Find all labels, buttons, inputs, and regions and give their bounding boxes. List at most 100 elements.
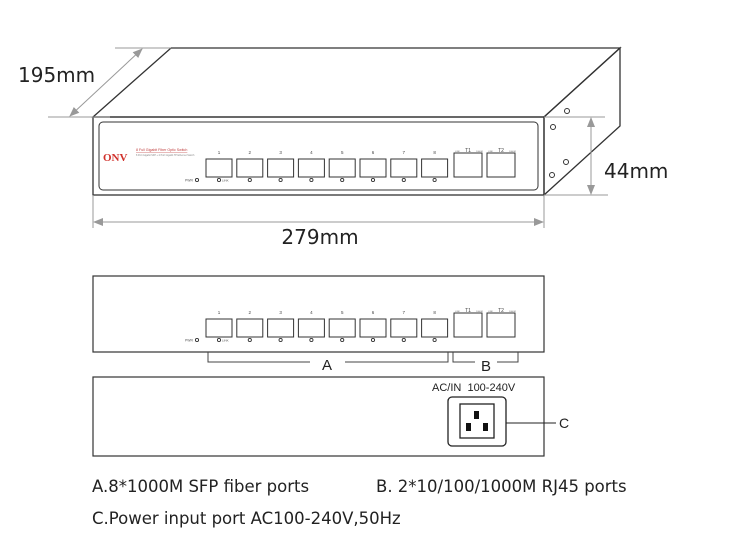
sfp-port — [267, 318, 295, 338]
sfp-port — [297, 318, 325, 338]
led-icon — [401, 177, 406, 183]
port-number: 4 — [310, 310, 313, 315]
sfp-port — [421, 318, 449, 338]
callout-a: A — [322, 357, 332, 374]
port-number: 2 — [249, 310, 252, 315]
model-subtitle: 8 Port Gigabit SFP + 2 Port Gigabit TP E… — [136, 154, 195, 157]
rj45-port — [453, 312, 483, 338]
power-socket — [447, 396, 507, 447]
led-icon — [309, 177, 314, 183]
port-number: 7 — [403, 150, 406, 155]
rj45-led-label: 1000M — [476, 151, 483, 153]
rj45-port-label: T2 — [498, 148, 504, 154]
led-icon — [216, 337, 222, 343]
front-bezel — [98, 121, 539, 191]
rj45-port-label: T1 — [465, 148, 471, 154]
legend-b: B. 2*10/100/1000M RJ45 ports — [376, 477, 627, 496]
sfp-port — [390, 158, 418, 178]
sfp-port — [359, 318, 387, 338]
sfp-port — [205, 318, 233, 338]
rj45-port — [453, 152, 483, 178]
port-number: 7 — [403, 310, 406, 315]
sfp-port — [236, 318, 264, 338]
led-icon — [309, 337, 314, 343]
sfp-port — [359, 158, 387, 178]
callout-brackets — [207, 352, 519, 363]
sfp-port — [297, 158, 325, 178]
screw-icon — [550, 124, 556, 130]
height-label: 44mm — [604, 159, 668, 183]
chassis-front — [92, 116, 545, 196]
callout-c: C — [559, 415, 569, 431]
sfp-port — [267, 158, 295, 178]
port-number: 2 — [249, 150, 252, 155]
led-icon — [432, 177, 437, 183]
legend-c: C.Power input port AC100-240V,50Hz — [92, 509, 401, 528]
rj45-port — [486, 152, 516, 178]
rj45-led-label: LINK — [488, 311, 493, 313]
led-icon — [401, 337, 406, 343]
depth-label: 195mm — [18, 63, 95, 87]
legend-a: A.8*1000M SFP fiber ports — [92, 477, 310, 496]
bracket-a — [345, 352, 449, 363]
rear-panel — [92, 376, 545, 457]
sfp-port — [328, 318, 356, 338]
pwr-led-icon — [194, 177, 200, 183]
sfp-port — [328, 158, 356, 178]
port-number: 1 — [218, 310, 221, 315]
sfp-port — [236, 158, 264, 178]
link-label: LINK — [222, 339, 229, 343]
front-panel-flat — [92, 275, 545, 353]
side-screws — [549, 108, 570, 178]
chassis-3d — [91, 46, 622, 197]
port-number: 8 — [433, 150, 436, 155]
rj45-port-label: T1 — [465, 308, 471, 314]
screw-icon — [549, 172, 555, 178]
sfp-port — [421, 158, 449, 178]
brand-logo: ONV — [103, 152, 128, 164]
rj45-led-label: 1000M — [509, 151, 516, 153]
callout-b: B — [481, 358, 491, 375]
bracket-b — [452, 352, 475, 363]
led-icon — [370, 177, 376, 183]
rj45-led-label: 1000M — [476, 311, 483, 313]
led-icon — [340, 337, 345, 343]
port-number: 5 — [341, 310, 344, 315]
depth-arrow — [69, 48, 143, 117]
led-icon — [247, 177, 252, 183]
port-number: 3 — [279, 310, 282, 315]
pwr-led-icon — [194, 337, 200, 343]
width-label: 279mm — [281, 225, 358, 249]
led-icon — [370, 337, 376, 343]
screw-icon — [563, 159, 569, 165]
model-title: 8 Full Gigabit Fiber Optic Switch — [136, 148, 187, 152]
rj45-led-label: LINK — [455, 311, 460, 313]
sfp-port — [390, 318, 418, 338]
rj45-port-label: T2 — [498, 308, 504, 314]
bracket-a — [207, 352, 310, 363]
rj45-led-label: LINK — [488, 151, 493, 153]
port-number: 5 — [341, 150, 344, 155]
screw-icon — [564, 108, 570, 114]
led-icon — [432, 337, 437, 343]
port-number: 6 — [372, 310, 375, 315]
port-number: 4 — [310, 150, 313, 155]
led-icon — [278, 177, 283, 183]
port-number: 8 — [433, 310, 436, 315]
port-number: 3 — [279, 150, 282, 155]
chassis-top — [91, 47, 622, 118]
power-label: AC/IN 100-240V — [432, 382, 516, 394]
led-icon — [340, 177, 345, 183]
rj45-port — [486, 312, 516, 338]
dimension-lines — [48, 47, 608, 228]
port-number: 6 — [372, 150, 375, 155]
sfp-port — [205, 158, 233, 178]
rj45-led-label: LINK — [455, 151, 460, 153]
bracket-b — [497, 352, 519, 363]
link-label: LINK — [222, 179, 229, 183]
led-icon — [247, 337, 252, 343]
led-icon — [278, 337, 283, 343]
